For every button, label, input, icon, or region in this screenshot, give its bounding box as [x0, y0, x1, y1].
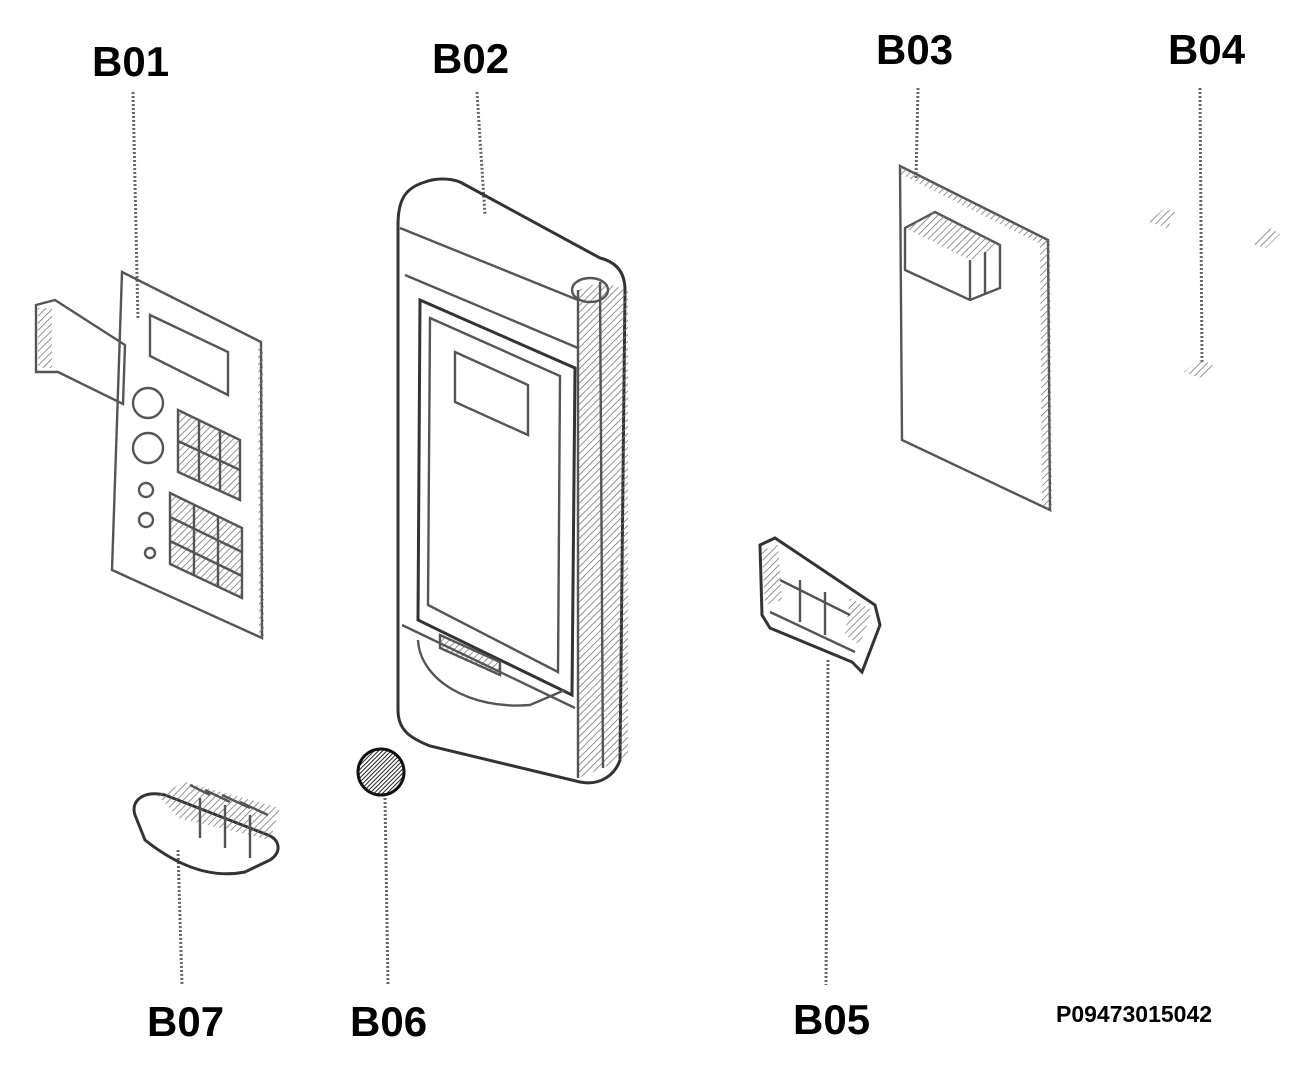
panel-round-button [137, 481, 155, 499]
housing-top-band [399, 226, 579, 302]
leader-b04 [1198, 87, 1204, 363]
lever-body [132, 792, 280, 876]
screw-icon [1184, 358, 1214, 378]
door-window-frame [416, 297, 577, 698]
cover-plate-top-edge [900, 166, 1048, 248]
door-display-cutout [453, 350, 530, 437]
door-window-glass [426, 316, 562, 674]
housing-top-corner [570, 276, 610, 304]
housing-outer [396, 177, 627, 785]
label-b06: B06 [350, 998, 427, 1045]
part-b06-knob [356, 747, 406, 986]
leader-b05 [824, 659, 830, 986]
screw-icon [1252, 228, 1280, 248]
cover-plate-edge [1040, 238, 1052, 512]
label-b04: B04 [1168, 26, 1246, 73]
cable-connector [38, 308, 52, 368]
label-b03: B03 [876, 26, 953, 73]
part-b05-latch-hook [758, 536, 882, 986]
panel-keypad-lower [168, 491, 244, 600]
latch-shading [762, 545, 782, 605]
latch-body [758, 536, 882, 675]
leader-b02 [475, 91, 487, 216]
leader-b06 [383, 797, 390, 986]
label-b07: B07 [147, 998, 224, 1045]
part-b03-cover-plate [898, 87, 1052, 512]
knob-ball [356, 747, 406, 797]
part-b01-control-panel [34, 91, 264, 640]
door-bottom-handle [416, 639, 566, 707]
panel-round-button [143, 546, 157, 560]
label-b02: B02 [432, 35, 509, 82]
housing-side [578, 282, 628, 778]
part-b04-screws [1148, 87, 1280, 378]
leader-b01 [131, 91, 140, 321]
document-id: P09473015042 [1056, 1001, 1212, 1027]
leader-b07 [176, 849, 184, 986]
ribbon-cable [34, 298, 127, 406]
panel-round-button [131, 386, 165, 420]
screw-icon [1148, 208, 1175, 228]
label-b05: B05 [793, 996, 870, 1043]
panel-round-button [137, 511, 155, 529]
panel-display-window [148, 313, 230, 397]
label-b01: B01 [92, 38, 169, 85]
leader-b03 [914, 87, 920, 179]
part-b02-door-housing [396, 91, 628, 785]
panel-round-button [131, 431, 165, 465]
panel-keypad-upper [176, 408, 242, 502]
part-b07-lever [132, 782, 280, 986]
